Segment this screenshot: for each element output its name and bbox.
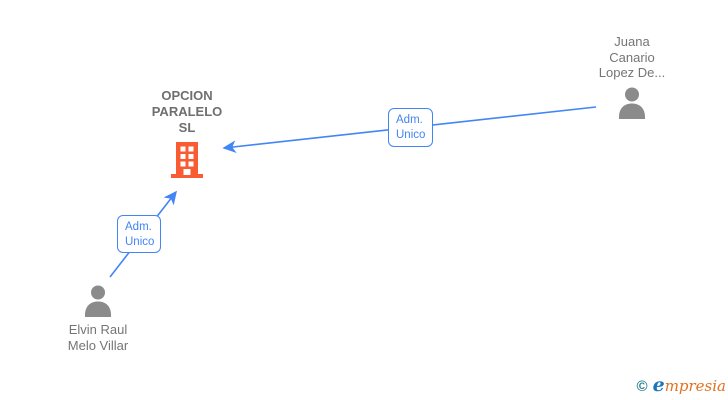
edge-label-line: Adm. bbox=[125, 221, 152, 233]
person-name-line: Juana bbox=[614, 34, 650, 49]
edge-label-line: Unico bbox=[396, 129, 426, 141]
copyright-icon: © bbox=[636, 378, 648, 395]
edge-label-line: Unico bbox=[125, 236, 155, 248]
brand-first-letter: e bbox=[652, 374, 665, 396]
edge-label-line: Adm. bbox=[396, 114, 423, 126]
edge-label-adm-unico-elvin: Adm. Unico bbox=[117, 215, 161, 253]
brand-wordmark: empresia bbox=[653, 374, 726, 396]
node-company[interactable]: OPCION PARALELO SL bbox=[127, 88, 247, 179]
person-name-line: Elvin Raul bbox=[68, 322, 128, 337]
company-name-line: SL bbox=[178, 120, 196, 135]
building-icon[interactable] bbox=[168, 141, 206, 179]
person-name-line: Canario bbox=[609, 49, 655, 65]
person-name-juana[interactable]: Juana Canario Lopez De... bbox=[599, 34, 666, 81]
empresia-logo[interactable]: © empresia bbox=[637, 374, 726, 396]
person-name-elvin[interactable]: Elvin Raul Melo Villar bbox=[68, 322, 128, 353]
brand-rest: mpresia bbox=[664, 377, 726, 395]
company-name-line: PARALELO bbox=[151, 104, 223, 119]
person-name-line: Lopez De... bbox=[598, 65, 666, 80]
node-person-juana[interactable]: Juana Canario Lopez De... bbox=[572, 34, 692, 119]
person-icon[interactable] bbox=[81, 284, 115, 317]
person-name-line: Melo Villar bbox=[67, 337, 129, 353]
person-icon[interactable] bbox=[615, 86, 649, 119]
node-person-elvin[interactable]: Elvin Raul Melo Villar bbox=[38, 284, 158, 353]
company-name-line: OPCION bbox=[161, 88, 213, 103]
edge-label-adm-unico-juana: Adm. Unico bbox=[388, 108, 433, 147]
company-name[interactable]: OPCION PARALELO SL bbox=[152, 88, 223, 136]
